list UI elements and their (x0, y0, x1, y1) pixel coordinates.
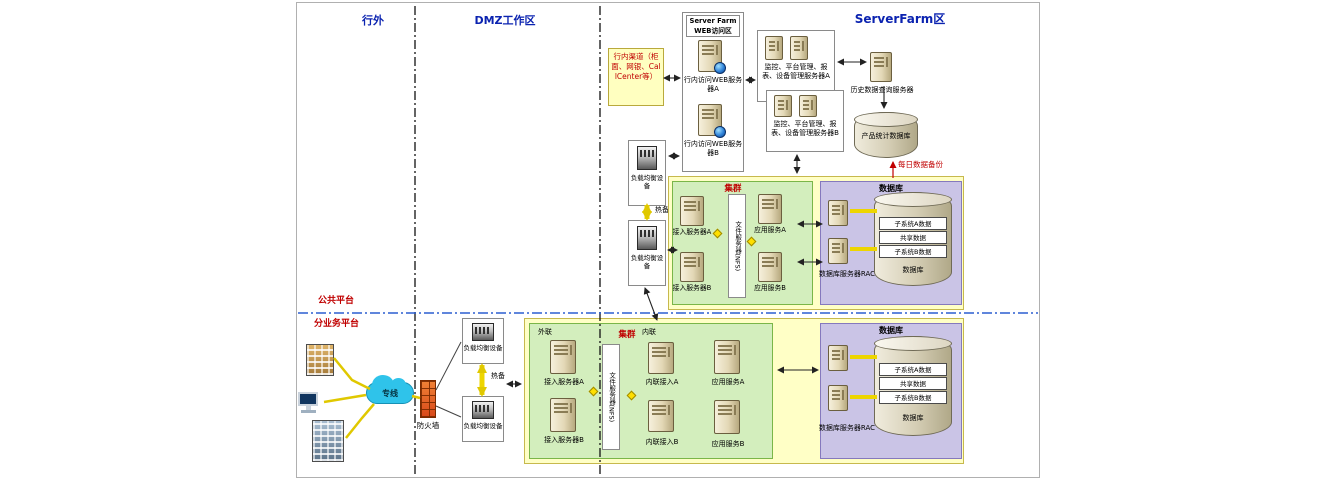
db-band-subsystem-a: 子系统A数据 (879, 363, 947, 376)
hot-standby-label-top: 热备 (655, 206, 669, 214)
app-server-b-label: 应用服务B (711, 440, 745, 448)
load-balancer-a-box (628, 140, 666, 206)
inner-access-b-icon (648, 400, 674, 432)
zone-title-dmz: DMZ工作区 (474, 14, 536, 27)
server-icon (774, 95, 792, 117)
history-server-icon (870, 52, 892, 82)
leased-line-cloud: 专线 (366, 375, 414, 404)
zone-title-outside: 行外 (362, 14, 384, 27)
firewall-label: 防火墙 (416, 421, 440, 430)
buildings-icon (306, 344, 334, 376)
server-icon (765, 36, 783, 60)
db-cylinder-bottom: 子系统A数据 共享数据 子系统B数据 数据库 (874, 336, 952, 436)
db-band-shared: 共享数据 (879, 231, 947, 244)
internal-channel-box: 行内渠道（柜面、网银、CallCenter等） (608, 48, 664, 106)
load-balancer-icon (637, 146, 657, 170)
app-server-b-icon (758, 252, 782, 282)
app-server-b-icon (714, 400, 740, 434)
rac-label-bottom: 数据库服务器RAC (818, 424, 876, 432)
label-public-platform: 公共平台 (318, 296, 355, 306)
hot-standby-label-bottom: 热备 (491, 372, 505, 380)
rac-server-icon (828, 345, 848, 371)
access-server-a-label: 接入服务器A (544, 378, 584, 386)
cluster-top-title: 集群 (724, 184, 742, 194)
db-zone-title-top: 数据库 (879, 184, 903, 193)
mgmt-server-b-label: 监控、平台管理、报表、设备管理服务器B (771, 120, 839, 137)
inner-access-a-label: 内联接入A (645, 378, 679, 386)
access-server-b-icon (680, 252, 704, 282)
app-server-a-label: 应用服务A (754, 226, 786, 234)
access-server-b-label: 接入服务器B (672, 284, 712, 292)
load-balancer-b-label: 负载均衡设备 (630, 254, 664, 271)
db-band-shared: 共享数据 (879, 377, 947, 390)
cluster-bottom-title: 集群 (618, 330, 636, 340)
lb-bottom-a-label: 负载均衡设备 (463, 344, 503, 352)
db-band-subsystem-b: 子系统B数据 (879, 245, 947, 258)
web-zone-title-line2: WEB访问区 (694, 26, 732, 35)
web-server-b-label: 行内访问WEB服务器B (683, 140, 743, 157)
db-band-subsystem-b: 子系统B数据 (879, 391, 947, 404)
lb-bottom-b-label: 负载均衡设备 (463, 422, 503, 430)
db-cylinder-label-bottom: 数据库 (902, 414, 924, 422)
product-db-cylinder: 产品统计数据库 (854, 112, 918, 158)
server-icon (799, 95, 817, 117)
access-server-a-icon (680, 196, 704, 226)
product-db-label: 产品统计数据库 (861, 132, 911, 140)
load-balancer-icon (637, 226, 657, 250)
globe-icon (714, 126, 726, 138)
web-zone-title-line1: Server Farm (689, 17, 737, 25)
inner-access-a-icon (648, 342, 674, 374)
app-server-a-label: 应用服务A (711, 378, 745, 386)
access-server-a-icon (550, 340, 576, 374)
buildings-icon (312, 420, 344, 462)
rac-server-icon (828, 385, 848, 411)
nfs-file-server-box: 文件服务器(NFS) (728, 194, 746, 298)
db-band-subsystem-a: 子系统A数据 (879, 217, 947, 230)
db-cylinder-top: 子系统A数据 共享数据 子系统B数据 数据库 (874, 192, 952, 286)
db-zone-title-bottom: 数据库 (879, 326, 903, 335)
inner-access-b-label: 内联接入B (645, 438, 679, 446)
leased-line-label: 专线 (382, 389, 398, 398)
zone-title-serverfarm: ServerFarm区 (854, 12, 946, 26)
label-sub-platform: 分业务平台 (314, 319, 360, 329)
server-icon (790, 36, 808, 60)
access-server-b-icon (550, 398, 576, 432)
web-server-a-label: 行内访问WEB服务器A (683, 76, 743, 93)
outer-link-label: 外联 (538, 328, 552, 336)
rac-label-top: 数据库服务器RAC (818, 270, 876, 278)
history-server-label: 历史数据查询服务器 (850, 86, 914, 94)
load-balancer-icon (472, 401, 494, 419)
load-balancer-icon (472, 323, 494, 341)
web-access-zone-box (682, 12, 744, 172)
firewall-icon (420, 380, 436, 418)
nfs-file-server-box: 文件服务器(NFS) (602, 344, 620, 450)
inner-link-label: 内联 (642, 328, 656, 336)
access-server-b-label: 接入服务器B (544, 436, 584, 444)
app-server-a-icon (758, 194, 782, 224)
mgmt-server-a-label: 监控、平台管理、报表、设备管理服务器A (762, 63, 830, 80)
db-cylinder-label-top: 数据库 (902, 266, 924, 274)
app-server-a-icon (714, 340, 740, 374)
daily-backup-label: 每日数据备份 (898, 160, 943, 169)
rac-server-icon (828, 200, 848, 226)
rac-server-icon (828, 238, 848, 264)
globe-icon (714, 62, 726, 74)
load-balancer-a-label: 负载均衡设备 (630, 174, 664, 191)
computer-icon (298, 392, 322, 414)
web-access-zone-title: Server Farm WEB访问区 (686, 15, 740, 37)
app-server-b-label: 应用服务B (754, 284, 786, 292)
access-server-a-label: 接入服务器A (672, 228, 712, 236)
